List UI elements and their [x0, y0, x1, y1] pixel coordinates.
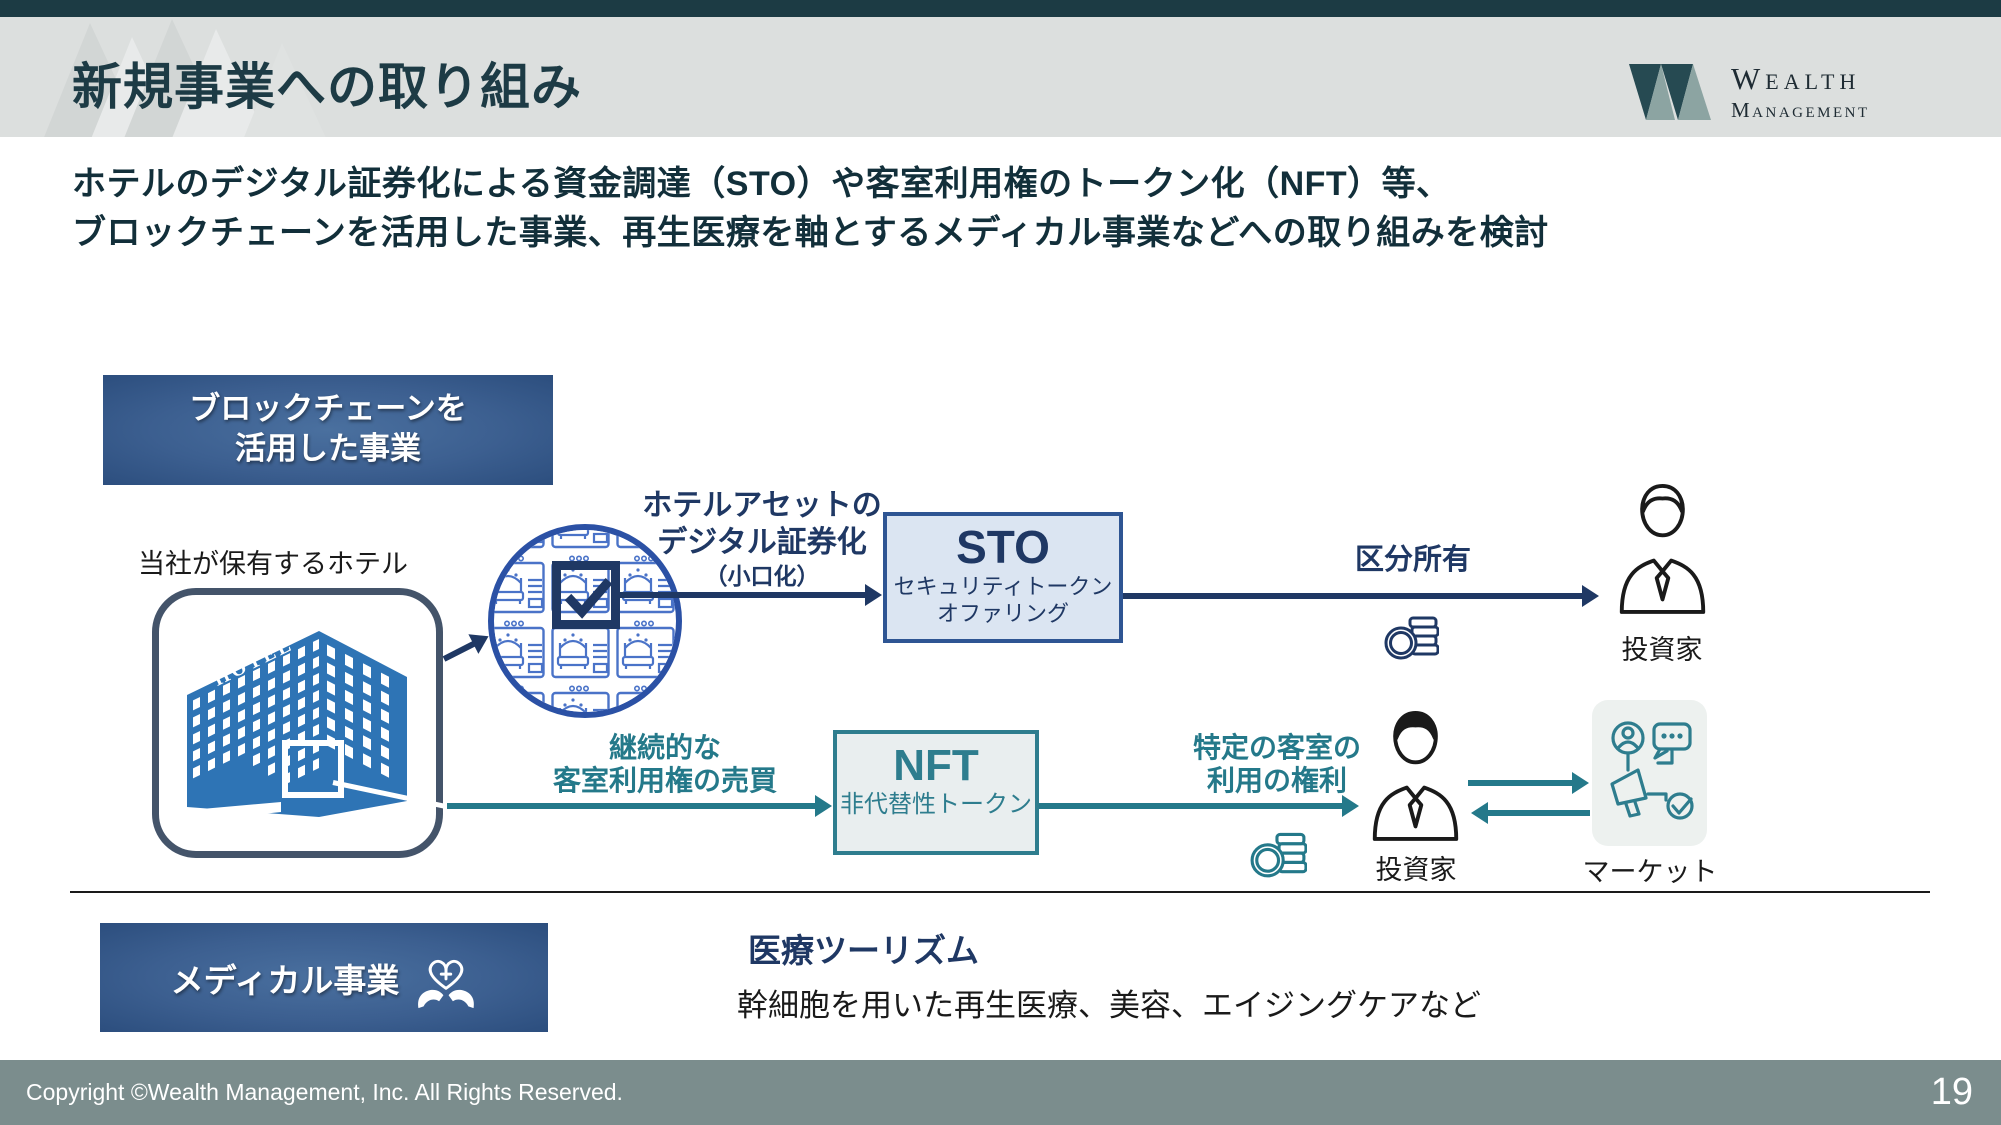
- hotel-caption: 当社が保有するホテル: [138, 549, 408, 579]
- medical-label-text: メディカル事業: [170, 961, 400, 999]
- arrow-hotel-to-magnifier: [442, 640, 476, 662]
- nft-box: NFT 非代替性トークン: [833, 730, 1039, 855]
- arrow-investor-to-market: [1468, 780, 1573, 786]
- sto-subtitle-line2: オファリング: [936, 601, 1069, 626]
- nft-subtitle: 非代替性トークン: [840, 791, 1032, 818]
- slide-header: 新規事業への取り組み Wealth Management: [0, 17, 2001, 137]
- nft-right-label: 特定の客室の 利用の権利: [1157, 731, 1397, 797]
- blockchain-label-line1: ブロックチェーンを: [189, 391, 467, 426]
- top-accent-bar: [0, 0, 2001, 17]
- nft-right-label-line1: 特定の客室の: [1192, 732, 1361, 763]
- coins-icon-navy: [1383, 606, 1440, 667]
- intro-line-1: ホテルのデジタル証券化による資金調達（STO）や客室利用権のトークン化（NFT）…: [72, 165, 1451, 203]
- coins-icon-teal: [1249, 822, 1308, 885]
- hotel-illustration-frame: HOTEL: [152, 588, 443, 858]
- hotel-rooms-highlight-square: [282, 740, 344, 798]
- intro-line-2: ブロックチェーンを活用した事業、再生医療を軸とするメディカル事業などへの取り組み…: [72, 214, 1549, 252]
- sto-subtitle-line1: セキュリティトークン: [893, 574, 1113, 599]
- arrow-market-to-investor: [1487, 810, 1590, 816]
- hands-heart-icon: [418, 959, 475, 1008]
- page-title: 新規事業への取り組み: [72, 59, 582, 115]
- logo-management-text: Management: [1731, 98, 1870, 122]
- watermark-w-icon: [44, 19, 326, 137]
- logo-wordmark: Wealth Management: [1731, 63, 1870, 121]
- nft-arrow-label-line2: 客室利用権の売買: [552, 765, 777, 796]
- arrow-sto-to-investor: [1123, 593, 1583, 599]
- market-label: マーケット: [1582, 857, 1718, 887]
- ownership-label: 区分所有: [1354, 544, 1471, 576]
- sto-arrow-label: ホテルアセットの デジタル証券化 （小口化）: [637, 487, 887, 591]
- sto-arrow-label-line2: デジタル証券化: [657, 526, 867, 559]
- section-divider: [70, 891, 1930, 893]
- nft-arrow-label: 継続的な 客室利用権の売買: [540, 731, 790, 797]
- investor-label-sto: 投資家: [1621, 635, 1703, 665]
- investor-icon-sto: [1614, 472, 1711, 627]
- logo-wealth-text: Wealth: [1731, 61, 1861, 96]
- arrow-nft-to-investor: [1039, 803, 1343, 809]
- market-box: [1592, 700, 1707, 846]
- arrow-hotel-to-nft: [447, 803, 816, 809]
- market-icons: [1609, 721, 1694, 820]
- medical-description: 幹細胞を用いた再生医療、美容、エイジングケアなど: [737, 988, 1481, 1023]
- slide-footer: Copyright ©Wealth Management, Inc. All R…: [0, 1060, 2001, 1125]
- copyright-text: Copyright ©Wealth Management, Inc. All R…: [26, 1079, 623, 1105]
- intro-statement: ホテルのデジタル証券化による資金調達（STO）や客室利用権のトークン化（NFT）…: [72, 160, 1549, 258]
- company-logo: Wealth Management: [1627, 63, 1870, 121]
- investor-label-nft: 投資家: [1375, 855, 1457, 885]
- nft-title: NFT: [893, 741, 979, 790]
- sto-arrow-label-line1: ホテルアセットの: [642, 489, 882, 522]
- sto-box: STO セキュリティトークン オファリング: [883, 512, 1123, 643]
- investor-icon-nft: [1367, 699, 1464, 854]
- check-square-icon: [552, 561, 620, 629]
- nft-right-label-line2: 利用の権利: [1206, 765, 1347, 796]
- sto-title: STO: [956, 521, 1050, 573]
- page-number: 19: [1930, 1071, 1973, 1113]
- medical-section-label: メディカル事業: [100, 923, 548, 1032]
- medical-heading: 医療ツーリズム: [748, 932, 979, 969]
- sto-arrow-label-line3: （小口化）: [704, 563, 820, 589]
- logo-w-icon: [1629, 64, 1711, 120]
- arrow-magnifier-to-sto: [620, 592, 866, 598]
- blockchain-section-label: ブロックチェーンを 活用した事業: [103, 375, 553, 485]
- blockchain-label-line2: 活用した事業: [235, 431, 421, 466]
- nft-arrow-label-line1: 継続的な: [608, 732, 721, 763]
- hotel-building-icon: HOTEL: [179, 631, 407, 841]
